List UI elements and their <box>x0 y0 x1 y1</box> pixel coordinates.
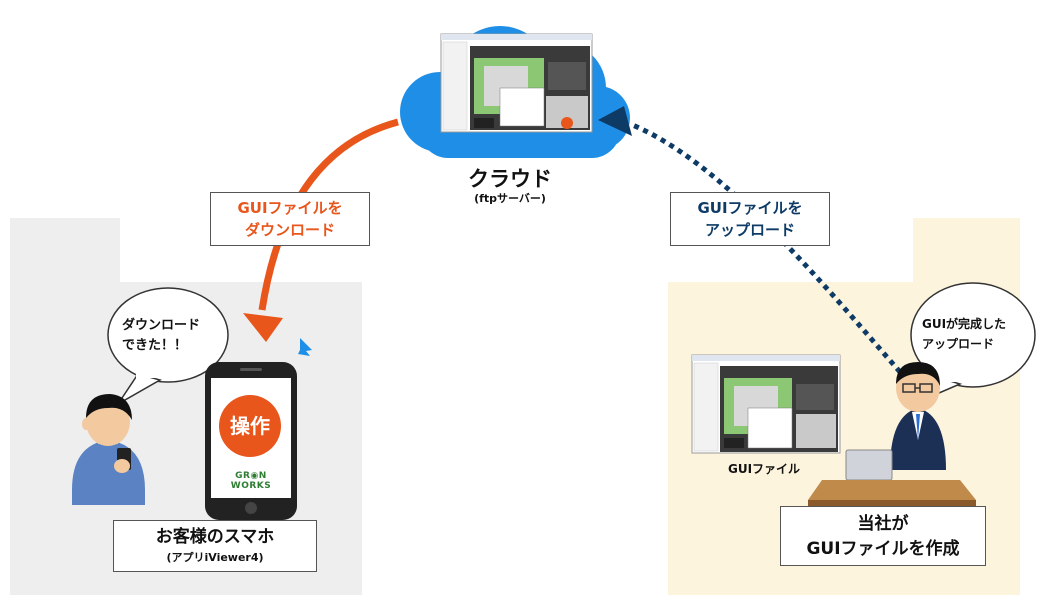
download-arrow <box>258 118 399 311</box>
company-speech-line1: GUIが完成した <box>922 317 1007 331</box>
company-gui-screenshot <box>691 354 841 454</box>
company-label-line1: 当社が <box>857 514 909 534</box>
desk-icon <box>808 480 976 506</box>
download-arrowhead <box>243 313 283 342</box>
download-label: GUIファイルを ダウンロード <box>210 192 370 246</box>
company-label-line2: GUIファイルを作成 <box>806 539 960 559</box>
cloud-gui-screenshot <box>440 33 593 133</box>
customer-speech-line2: できた！！ <box>122 338 188 353</box>
customer-label: お客様のスマホ (アプリiViewer4) <box>113 520 317 572</box>
customer-person-icon <box>72 394 145 505</box>
cloud-title: クラウド <box>468 167 552 191</box>
customer-speech-line1: ダウンロード <box>122 318 201 333</box>
download-label-line1: GUIファイルを <box>237 199 343 217</box>
company-person-icon <box>890 362 946 470</box>
customer-label-sub: (アプリiViewer4) <box>166 551 264 564</box>
upload-label-line2: アップロード <box>704 221 795 239</box>
company-speech-line2: アップロード <box>922 337 995 351</box>
customer-speech-bubble <box>107 287 229 405</box>
company-label: 当社が GUIファイルを作成 <box>780 506 986 566</box>
customer-speech-text: ダウンロード できた！！ <box>122 316 200 356</box>
company-speech-text: GUIが完成した アップロード <box>922 314 1006 354</box>
phone-brand-logo: GR◉N WORKS <box>230 471 272 491</box>
upload-arrowhead <box>598 106 632 136</box>
customer-label-title: お客様のスマホ <box>155 527 275 547</box>
upload-arrow <box>629 121 902 374</box>
download-label-line2: ダウンロード <box>244 221 335 239</box>
phone-operate-button: 操作 <box>219 395 281 457</box>
upload-label: GUIファイルを アップロード <box>670 192 830 246</box>
cloud-subtitle: (ftpサーバー) <box>474 192 546 205</box>
upload-label-line1: GUIファイルを <box>697 199 803 217</box>
signal-icon <box>298 338 312 356</box>
gui-file-caption: GUIファイル <box>728 462 801 476</box>
